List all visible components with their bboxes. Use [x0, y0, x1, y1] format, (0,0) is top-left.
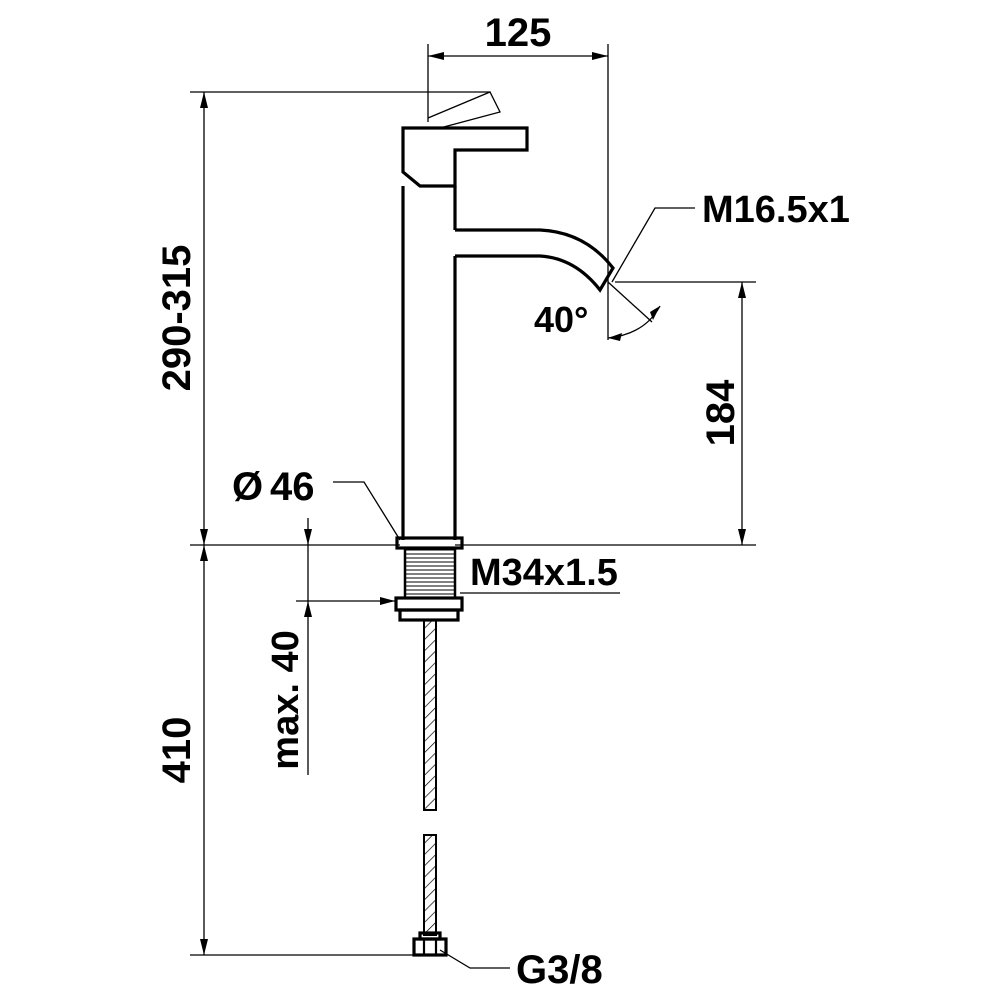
label-base-diameter: 46 [270, 465, 315, 509]
label-hose-length: 410 [155, 717, 199, 784]
label-max-counter-thickness: max. 40 [265, 630, 307, 769]
dim-spout-angle: 40° [534, 281, 661, 341]
dim-hose-length: 410 [155, 545, 414, 956]
spout [455, 228, 615, 293]
lever-handle [401, 126, 529, 188]
faucet-body [394, 91, 615, 957]
dim-spout-height: 184 [455, 281, 756, 546]
leader-hose-connection: G3/8 [439, 948, 603, 992]
label-spout-reach: 125 [485, 11, 552, 55]
label-spout-height: 184 [699, 379, 743, 446]
threaded-shank [403, 546, 457, 600]
body-column [401, 186, 457, 540]
base-flange [395, 536, 464, 550]
label-shank-thread: M34x1.5 [470, 552, 618, 594]
mounting-washer [398, 608, 460, 622]
hose-upper [423, 619, 437, 811]
leader-spout-thread: M16.5x1 [611, 189, 850, 283]
dim-spout-reach: 125 [427, 11, 609, 340]
label-base-diameter-symbol: Ø [232, 465, 263, 509]
mounting-nut [394, 596, 464, 612]
leader-base-diameter: Ø 46 [232, 465, 401, 541]
label-spout-angle: 40° [534, 299, 588, 340]
label-total-height: 290-315 [155, 245, 199, 392]
dim-total-height: 290-315 [155, 91, 490, 546]
dim-shank-thread: M34x1.5 [460, 552, 620, 594]
label-hose-connection: G3/8 [516, 948, 603, 992]
dim-max-counter-thickness: max. 40 [265, 518, 395, 775]
lever-tilted-outline [427, 91, 501, 129]
label-spout-thread: M16.5x1 [702, 189, 850, 231]
hose-lower [423, 834, 437, 936]
hose-nut [412, 937, 448, 957]
